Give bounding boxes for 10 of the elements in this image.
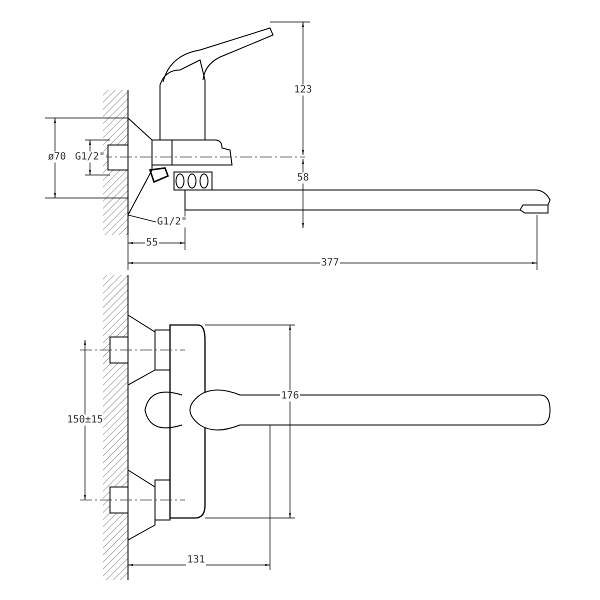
dimension-value: 176: [280, 390, 300, 402]
dimension-value: 58: [296, 172, 310, 184]
dimension-value: 150±15: [66, 414, 104, 426]
dimension-value: 131: [186, 554, 206, 566]
dimension-value: ø70: [46, 152, 68, 162]
dimension-value: 55: [144, 238, 160, 248]
dimension-value: 377: [320, 258, 340, 268]
dimension-value: G1/2": [156, 216, 188, 228]
dimension-value: G1/2": [74, 152, 106, 162]
dimension-value: 123: [292, 84, 314, 96]
